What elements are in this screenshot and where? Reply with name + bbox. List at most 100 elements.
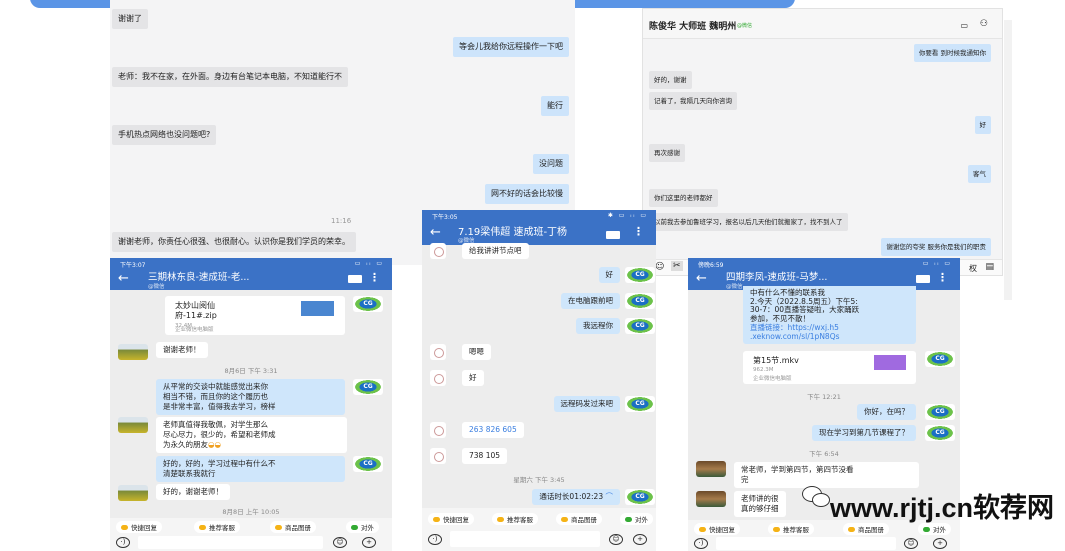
message-left: 738 105 xyxy=(462,448,508,464)
plus-icon[interactable]: + xyxy=(633,534,647,545)
more-icon[interactable]: ⋮ xyxy=(937,271,948,284)
recommend-service-button[interactable]: 推荐客服 xyxy=(492,513,538,525)
chat-subtitle: @微信 xyxy=(148,284,165,290)
more-icon[interactable]: ⋮ xyxy=(369,271,380,284)
scissors-icon[interactable]: ✂ xyxy=(671,261,683,271)
avatar-teacher: CG xyxy=(353,296,383,312)
emoji-icon[interactable]: ☺ xyxy=(333,537,347,548)
message-left: 常老师，学到第四节，第四节没看完 xyxy=(734,462,919,488)
chat-header: 陈俊华 大师班 魏明州 @微信 ▭ ⚇ xyxy=(643,9,1002,39)
message-left: 好的，谢谢老师！ xyxy=(156,484,230,500)
chat-title: 四期李凤-速成班-马梦... xyxy=(726,272,828,283)
message-right: 谢谢您的夸奖 服务你是我们的职责 xyxy=(881,238,991,256)
quick-reply-button[interactable]: 快捷回复 xyxy=(116,521,162,533)
video-call-icon[interactable]: ▭ xyxy=(960,21,968,30)
plus-icon[interactable]: + xyxy=(933,538,947,549)
message-right: 从平常的交谈中就能感觉出来你相当不错，而且你的这个履历也是非常丰富，值得我去学习… xyxy=(156,379,345,415)
message-right: 在电脑跟前吧 xyxy=(561,293,620,309)
external-button[interactable]: 对外 xyxy=(918,523,951,535)
file-source: 企业微信电脑版 xyxy=(753,376,792,382)
emoji-icon[interactable]: ☺ xyxy=(655,262,665,272)
external-button[interactable]: 对外 xyxy=(346,521,379,533)
voice-icon[interactable]: ·) xyxy=(428,534,442,545)
product-album-button[interactable]: 商品图册 xyxy=(556,513,602,525)
message-left: 你们这里的老师都好 xyxy=(649,189,718,207)
quick-reply-button[interactable]: 快捷回复 xyxy=(694,523,740,535)
back-arrow-icon[interactable]: ← xyxy=(118,271,129,286)
message-left: 谢谢了 xyxy=(112,9,148,29)
voice-icon[interactable]: ·) xyxy=(694,538,708,549)
external-button[interactable]: 对外 xyxy=(620,513,653,525)
file-card[interactable]: 太妙山阅仙府-11#.zip 32.4M 企业微信电脑版 xyxy=(165,296,345,335)
avatar-student xyxy=(430,344,446,360)
file-name: 太妙山阅仙府-11#.zip xyxy=(175,301,217,320)
wechat-logo-icon xyxy=(800,484,832,510)
message-left: 老师真值得我敬佩，对学生那么尽心尽力，很少的，希望和老师成为永久的朋友◒◒ xyxy=(156,417,347,453)
file-source: 企业微信电脑版 xyxy=(175,327,214,333)
plus-icon[interactable]: + xyxy=(362,537,376,548)
avatar-student xyxy=(118,485,148,501)
avatar-student xyxy=(696,491,726,507)
back-arrow-icon[interactable]: ← xyxy=(430,225,441,240)
message-right: 网不好的话会比较慢 xyxy=(485,184,569,204)
avatar-teacher: CG xyxy=(625,267,655,283)
file-name: 第15节.mkv xyxy=(753,356,799,365)
message-right: 等会儿我给你远程操作一下吧 xyxy=(453,37,569,57)
emoji-icon[interactable]: ☺ xyxy=(609,534,623,545)
avatar-teacher: CG xyxy=(353,379,383,395)
message-right: 能行 xyxy=(541,96,569,116)
signal-battery-icon: ▭ ᵢₗ ▭ xyxy=(354,260,384,267)
message-input[interactable] xyxy=(450,531,600,547)
recommend-service-button[interactable]: 推荐客服 xyxy=(768,523,814,535)
phone-number-link[interactable]: 263 826 605 xyxy=(462,422,524,438)
message-right: 你好，在吗？ xyxy=(857,404,916,420)
message-left: 老师讲的很真的够仔细 xyxy=(734,491,786,517)
voice-icon[interactable]: ·) xyxy=(116,537,130,548)
quick-bar: 快捷回复 推荐客服 商品图册 对外 xyxy=(688,520,960,536)
message-input[interactable] xyxy=(716,537,896,550)
recommend-service-button[interactable]: 推荐客服 xyxy=(194,521,240,533)
message-right: 好的，好的，学习过程中有什么不清楚联系我就行 xyxy=(156,456,345,482)
message-input[interactable] xyxy=(138,536,323,549)
quick-bar: 快捷回复 推荐客服 商品图册 对外 xyxy=(110,518,392,534)
side-strip xyxy=(1004,20,1012,300)
avatar-student xyxy=(430,422,446,438)
history-icon[interactable]: ▤ xyxy=(985,262,994,272)
quick-reply-button[interactable]: 快捷回复 xyxy=(428,513,474,525)
product-album-button[interactable]: 商品图册 xyxy=(843,523,889,535)
message-right: 你要看 到时候我通知你 xyxy=(913,44,991,62)
status-time: 下午3:07 xyxy=(120,262,146,269)
chat-subtitle: @微信 xyxy=(458,238,475,244)
message-left: 手机热点网络也没问题吧? xyxy=(112,125,217,145)
input-bar: ·) ☺ + xyxy=(422,528,656,551)
message-right: 好 xyxy=(974,116,991,134)
message-right: 客气 xyxy=(968,165,991,183)
add-member-icon[interactable]: ⚇ xyxy=(979,19,988,29)
avatar-teacher: CG xyxy=(625,318,655,334)
avatar-teacher: CG xyxy=(925,404,955,420)
avatar-teacher: CG xyxy=(925,351,955,367)
timestamp: 下午 12:21 xyxy=(807,393,841,401)
file-size: 962.3M xyxy=(753,367,774,373)
avatar-teacher: CG xyxy=(625,396,655,412)
emoji-icon[interactable]: ☺ xyxy=(904,538,918,549)
message-left: 老师：我不在家，在外面。身边有台笔记本电脑，不知道能行不 xyxy=(112,67,348,87)
call-icon[interactable] xyxy=(916,275,930,283)
toolbar-text: 权 xyxy=(969,264,977,273)
quick-bar: 快捷回复 推荐客服 商品图册 对外 xyxy=(422,508,656,528)
timestamp: 8月6日 下午 3:31 xyxy=(224,367,278,375)
call-duration-message[interactable]: 通话时长01:02:23 ⌒ xyxy=(532,489,620,505)
chat-subtitle: @微信 xyxy=(726,284,743,290)
message-left: 好 xyxy=(462,370,484,386)
call-icon[interactable] xyxy=(606,231,620,239)
file-card[interactable]: 第15节.mkv 962.3M 企业微信电脑版 xyxy=(743,351,916,384)
back-arrow-icon[interactable]: ← xyxy=(696,271,707,286)
timestamp: 星期六 下午 3:45 xyxy=(513,476,565,484)
avatar-student xyxy=(430,370,446,386)
message-left: 记着了，我隔几天向你咨询 xyxy=(649,92,737,110)
signal-battery-icon: ✱ ▭ ᵢₗ ▭ xyxy=(607,212,648,219)
call-icon[interactable] xyxy=(348,275,362,283)
avatar-student xyxy=(696,461,726,477)
product-album-button[interactable]: 商品图册 xyxy=(270,521,316,533)
more-icon[interactable]: ⋮ xyxy=(633,225,644,238)
